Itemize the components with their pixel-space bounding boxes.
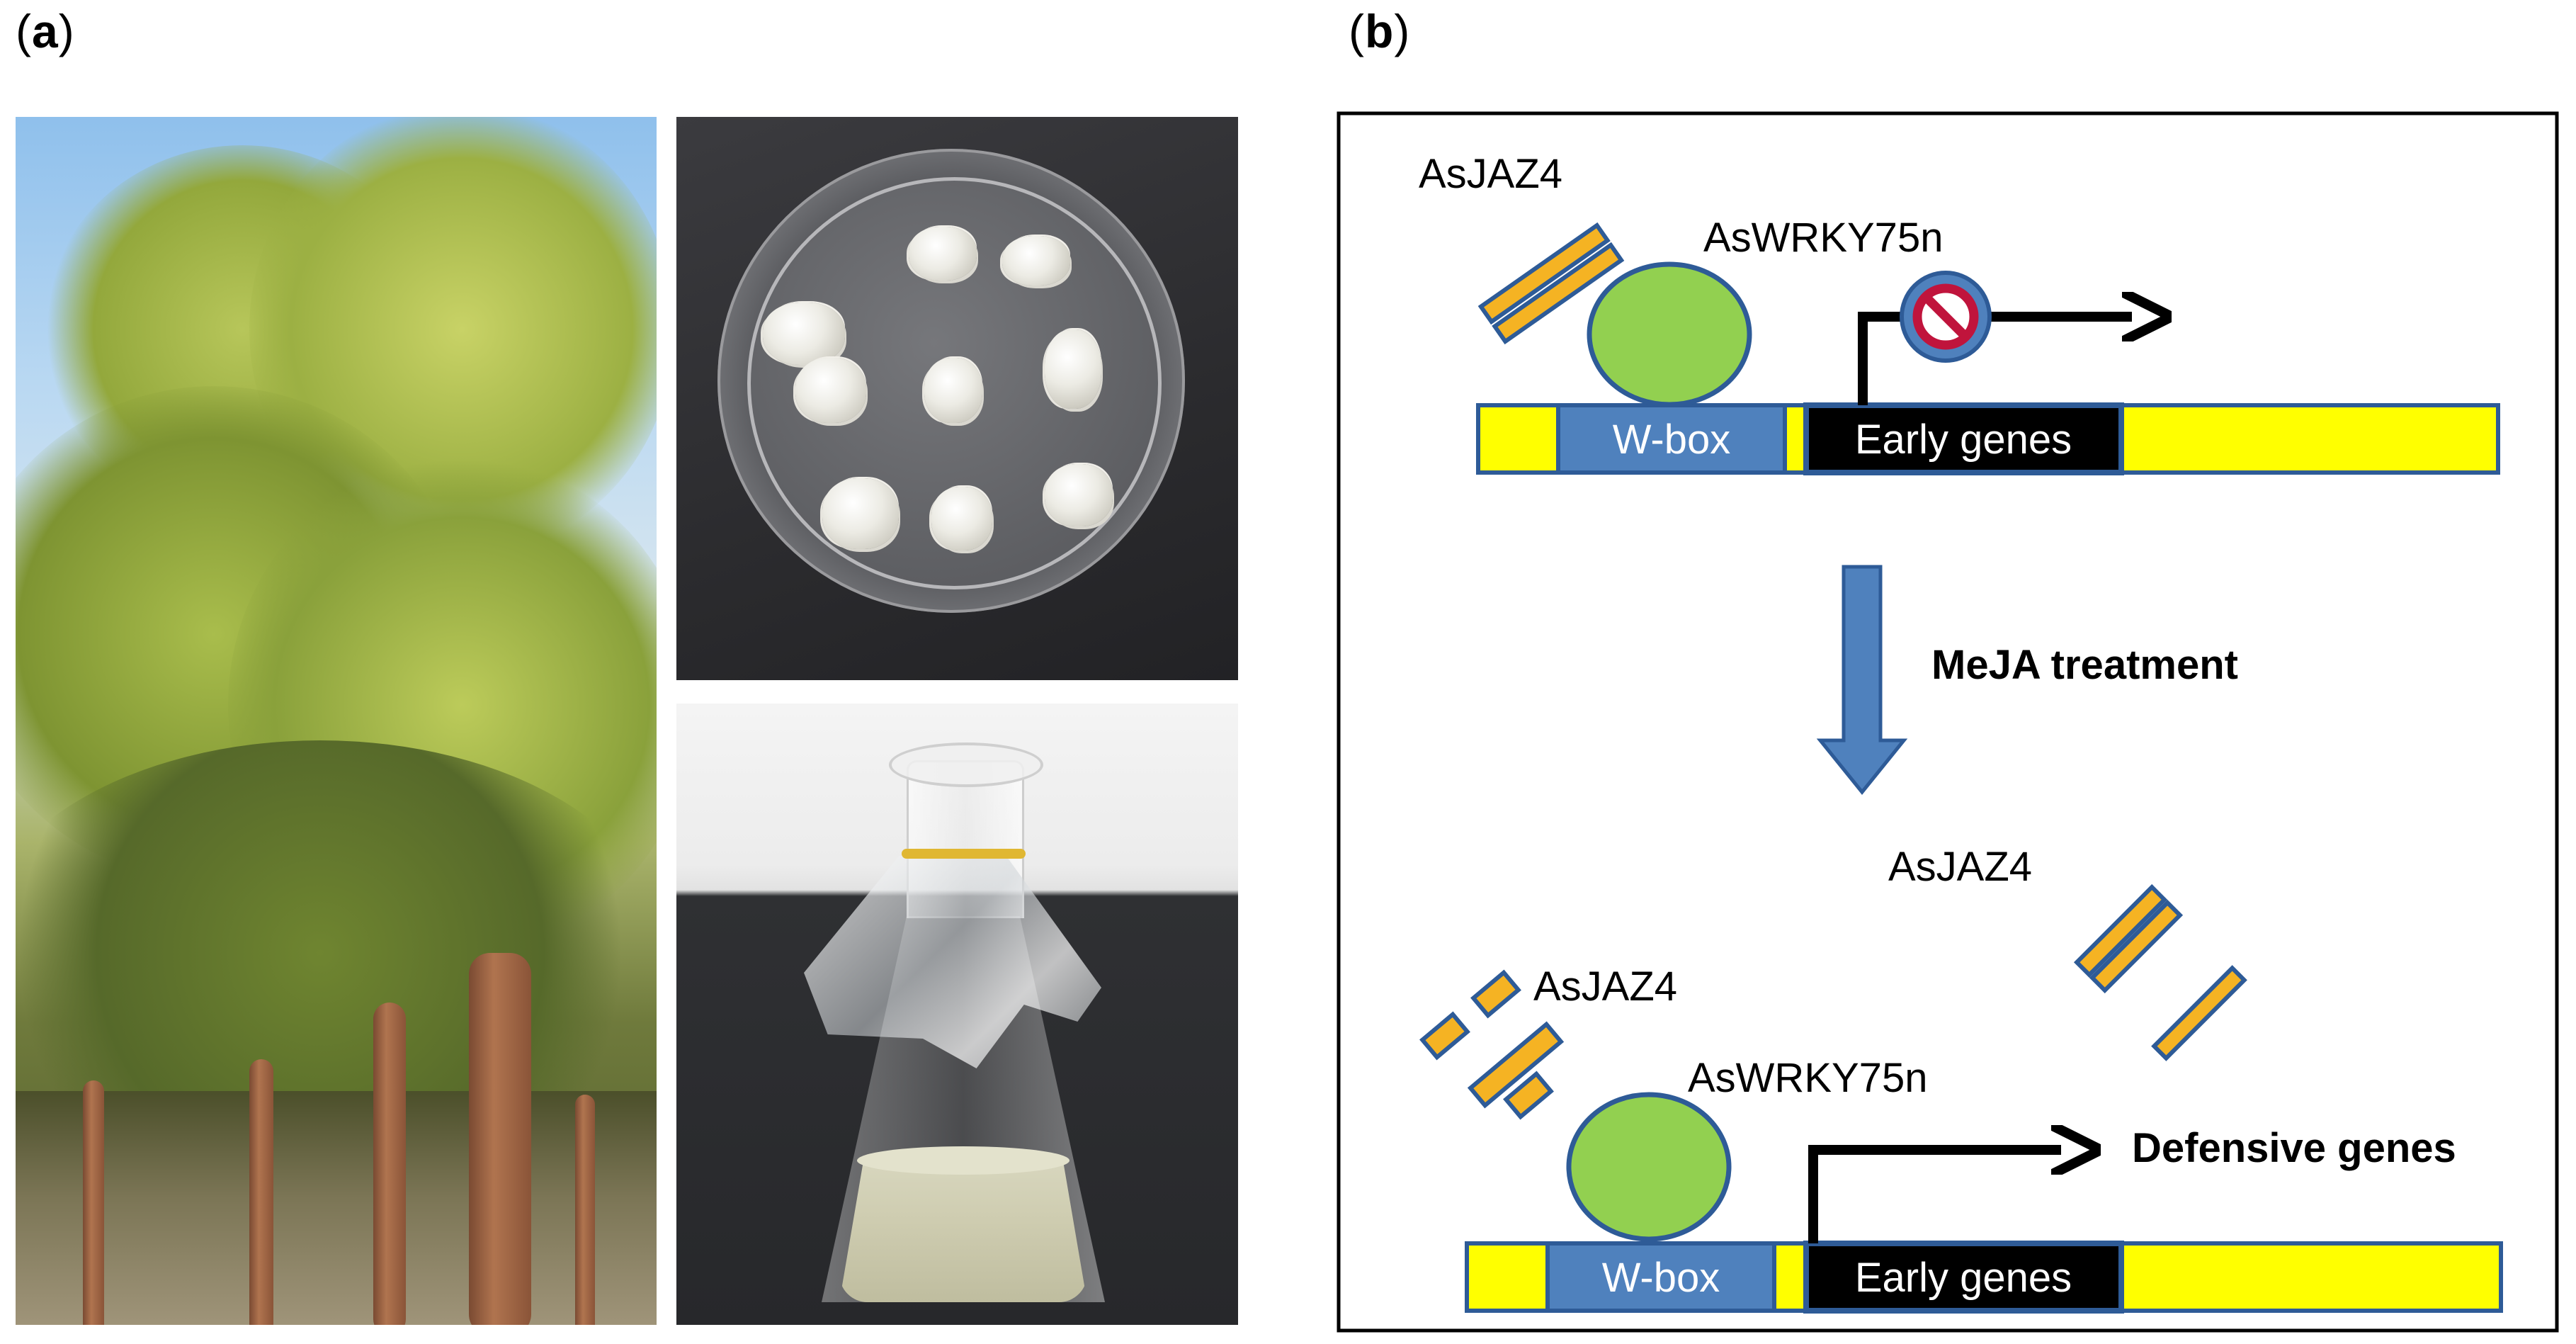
wrky-top-label: AsWRKY75n (1703, 215, 1943, 261)
defensive-genes-label: Defensive genes (2132, 1125, 2456, 1171)
transcription-arrow-top (1858, 317, 2132, 405)
transcription-arrow-bottom (1808, 1150, 2061, 1243)
callus-cluster (1045, 329, 1101, 409)
meja-treatment-arrow (1816, 565, 1908, 795)
tree-trunk (469, 953, 531, 1325)
callus-cluster (1045, 464, 1113, 526)
block-icon (1900, 271, 1992, 363)
tree-trunk (83, 1080, 104, 1325)
tree-trunk (249, 1059, 273, 1325)
flask-liquid (839, 1157, 1087, 1302)
wbox-bottom-label: W-box (1602, 1255, 1720, 1301)
tree-trunk (373, 1003, 406, 1325)
jaz-fragments (1419, 969, 1565, 1120)
jaz-fragments-label: AsJAZ4 (1533, 964, 1677, 1010)
tree-trunk (575, 1095, 595, 1325)
callus-cluster (931, 487, 992, 550)
jaz-degraded-pair (2073, 883, 2184, 994)
jaz-segment (1477, 222, 1611, 325)
wrky-bottom-label: AsWRKY75n (1688, 1055, 1927, 1101)
callus-cluster (822, 478, 899, 549)
flask-suspension-culture-photo (676, 704, 1238, 1325)
early-genes-top-label: Early genes (1855, 417, 2072, 463)
jaz-released-label: AsJAZ4 (1888, 844, 2032, 890)
petri-dish-callus-photo (676, 117, 1238, 680)
wbox-top-label: W-box (1613, 417, 1731, 463)
jaz-repressor-top (1477, 222, 1625, 345)
panel-a-label: (a) (16, 5, 75, 57)
panel-a-letter: a (31, 5, 59, 57)
jaz-segment (1492, 242, 1625, 345)
callus-cluster (924, 358, 982, 423)
early-genes-top (1803, 402, 2124, 475)
jaz-degraded-single (2151, 965, 2247, 1061)
panel-b-letter: b (1364, 5, 1395, 57)
flask-rim (889, 742, 1043, 787)
callus-cluster (909, 227, 977, 281)
callus-cluster (1002, 236, 1070, 286)
wrky-protein-top (1587, 261, 1752, 407)
jaz-top-label: AsJAZ4 (1419, 151, 1562, 197)
panel-b-label: (b) (1349, 5, 1411, 57)
rubber-band (902, 849, 1026, 859)
tree-ground (16, 1091, 657, 1325)
wrky-protein-bottom (1566, 1092, 1732, 1242)
tree-photo (16, 117, 657, 1325)
flask-liquid-surface (857, 1146, 1069, 1175)
meja-treatment-label: MeJA treatment (1931, 642, 2238, 688)
callus-cluster (795, 358, 866, 423)
early-genes-bottom-label: Early genes (1855, 1255, 2072, 1301)
wbox-bottom (1545, 1241, 1776, 1313)
early-genes-bottom (1803, 1241, 2124, 1314)
callus-cluster (763, 303, 845, 365)
